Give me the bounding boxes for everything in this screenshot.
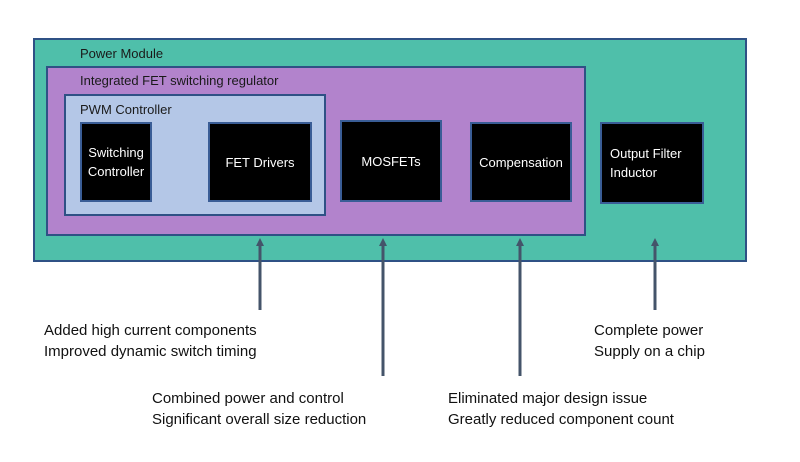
- output-filter-inductor-block: Output Filter Inductor: [600, 122, 704, 204]
- output-filter-inductor-label: Output Filter Inductor: [610, 146, 682, 180]
- note-complete-power-line2: Supply on a chip: [594, 343, 705, 360]
- note-high-current: Added high current components Improved d…: [44, 320, 257, 362]
- note-high-current-line2: Improved dynamic switch timing: [44, 343, 257, 360]
- note-design-issue-line2: Greatly reduced component count: [448, 411, 674, 428]
- mosfets-label: MOSFETs: [361, 153, 421, 169]
- fet-drivers-block: FET Drivers: [208, 122, 312, 202]
- note-high-current-line1: Added high current components: [44, 322, 257, 339]
- compensation-label: Compensation: [479, 154, 563, 170]
- fet-drivers-label: FET Drivers: [225, 154, 295, 170]
- note-design-issue: Eliminated major design issue Greatly re…: [448, 388, 674, 430]
- note-complete-power: Complete power Supply on a chip: [594, 320, 705, 362]
- note-design-issue-line1: Eliminated major design issue: [448, 390, 648, 407]
- mosfets-block: MOSFETs: [340, 120, 442, 202]
- pwm-controller-label: PWM Controller: [80, 102, 172, 117]
- note-complete-power-line1: Complete power: [594, 322, 704, 339]
- power-module-label: Power Module: [80, 46, 164, 61]
- switching-controller-label: Switching Controller: [87, 145, 145, 179]
- switching-controller-block: Switching Controller: [80, 122, 152, 202]
- note-power-control-line2: Significant overall size reduction: [152, 411, 367, 428]
- note-power-control: Combined power and control Significant o…: [152, 388, 366, 430]
- note-power-control-line1: Combined power and control: [152, 390, 344, 407]
- compensation-block: Compensation: [470, 122, 572, 202]
- fet-regulator-label: Integrated FET switching regulator: [80, 73, 279, 88]
